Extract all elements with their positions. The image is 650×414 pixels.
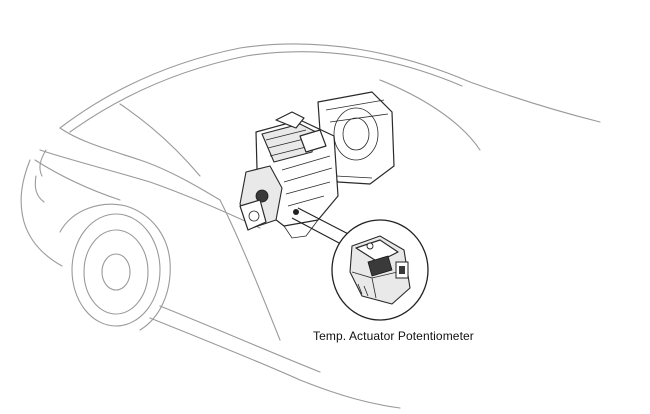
- potentiometer-label: Temp. Actuator Potentiometer: [313, 329, 474, 343]
- potentiometer-callout: [331, 219, 429, 321]
- hvac-unit: [239, 91, 395, 239]
- car-body-outline: [20, 43, 601, 409]
